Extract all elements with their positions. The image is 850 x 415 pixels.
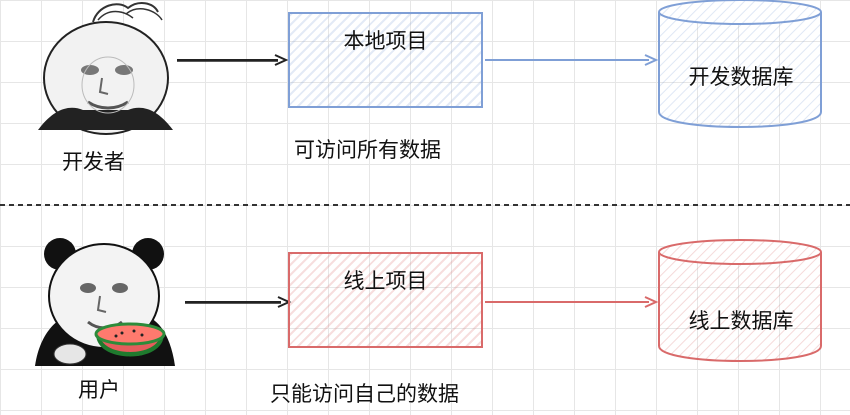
developer-meme-icon xyxy=(38,2,173,135)
online-project-box: 线上项目 xyxy=(288,252,483,348)
project-to-online-db-arrow xyxy=(485,296,659,308)
developer-label: 开发者 xyxy=(62,150,125,174)
local-project-label: 本地项目 xyxy=(343,29,428,53)
user-access-note: 只能访问自己的数据 xyxy=(270,382,459,406)
section-divider xyxy=(0,204,850,206)
user-panda-meme-icon xyxy=(35,238,175,366)
dev-access-note: 可访问所有数据 xyxy=(294,138,441,162)
project-to-dev-db-arrow xyxy=(485,54,659,66)
online-database-cylinder xyxy=(658,239,822,362)
dev-database-label: 开发数据库 xyxy=(688,65,794,89)
online-project-label: 线上项目 xyxy=(343,269,428,293)
online-database-label: 线上数据库 xyxy=(688,309,794,333)
user-to-project-arrow xyxy=(185,296,292,308)
dev-database-cylinder xyxy=(658,0,822,128)
local-project-box: 本地项目 xyxy=(288,12,483,108)
user-label: 用户 xyxy=(78,378,120,402)
developer-to-project-arrow xyxy=(177,54,289,66)
